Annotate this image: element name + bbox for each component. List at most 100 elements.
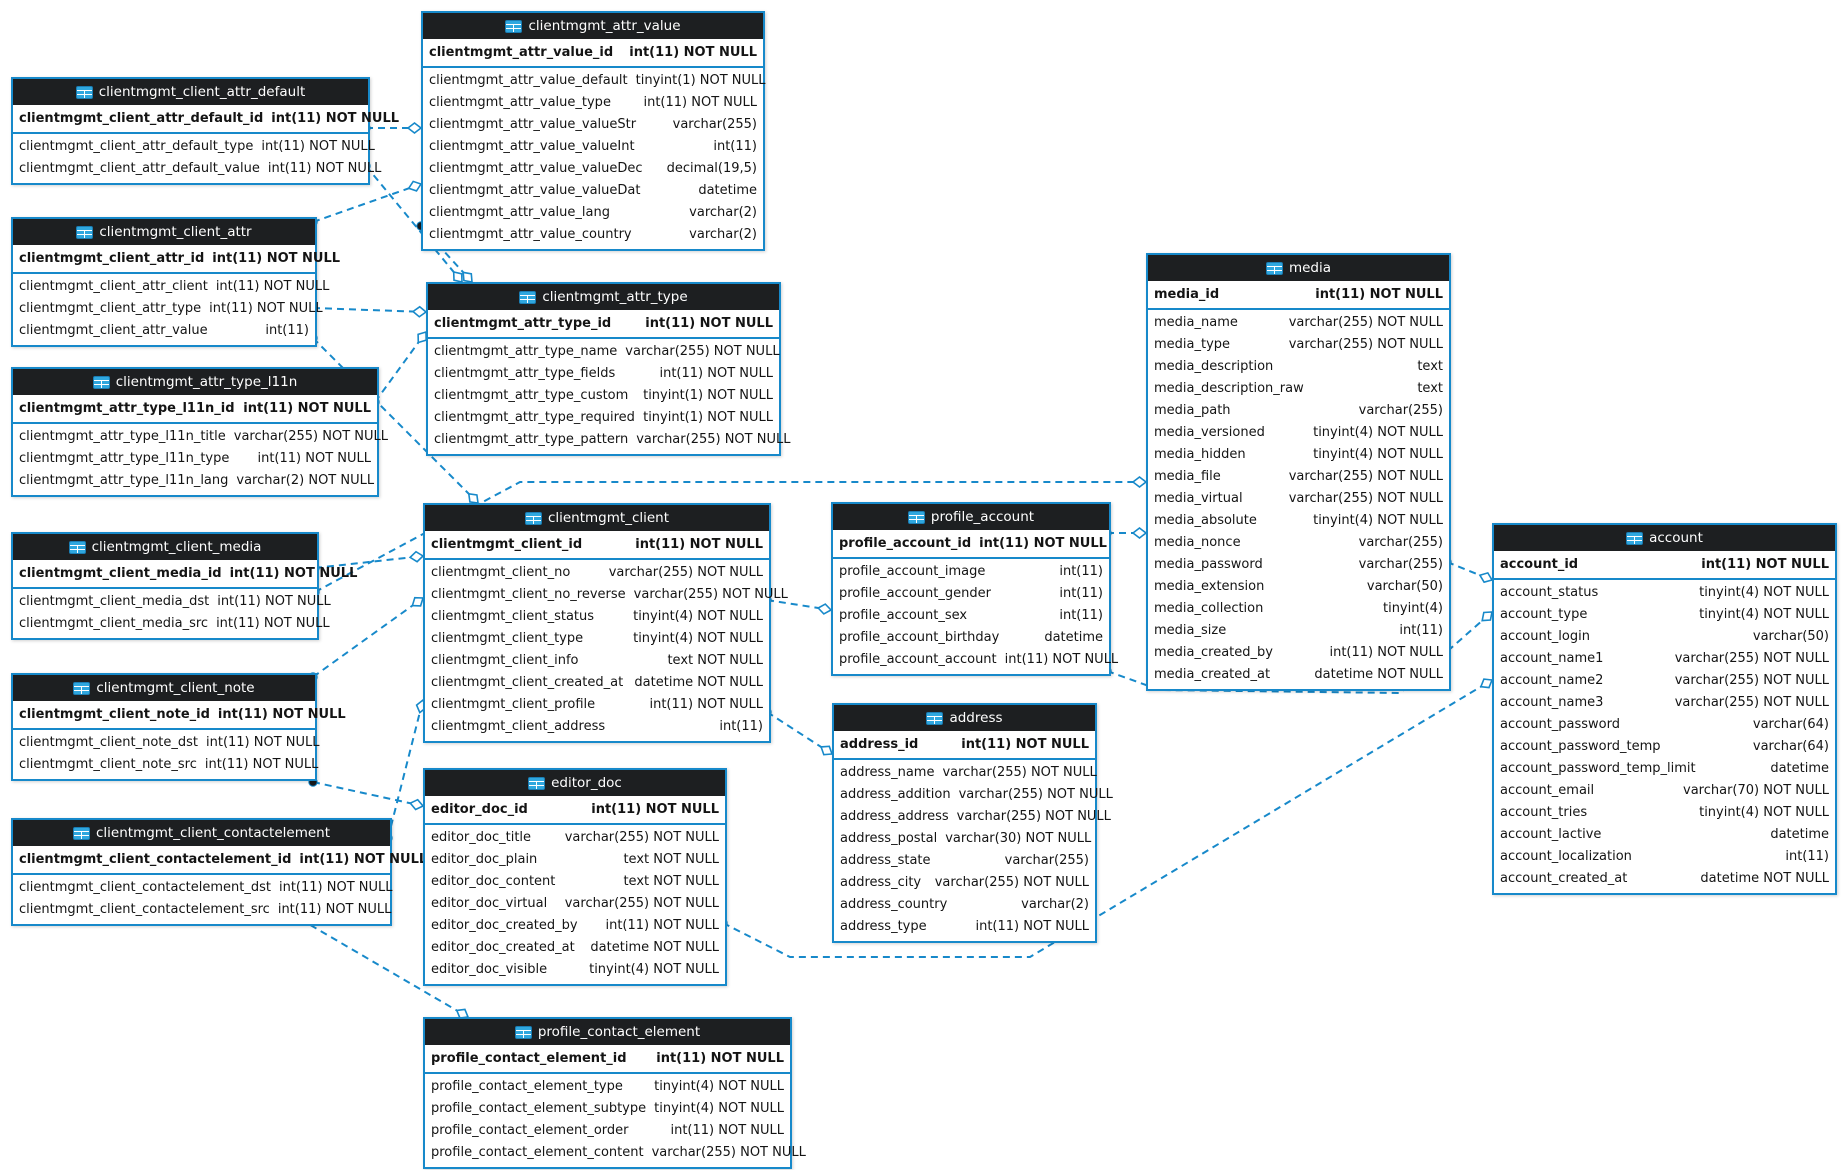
relationship-line[interactable] <box>387 699 424 839</box>
column-type: varchar(255) NOT NULL <box>934 875 1089 890</box>
column-type: varchar(255) NOT NULL <box>233 429 389 444</box>
column-name: editor_doc_content <box>431 874 556 889</box>
table-title: profile_contact_element <box>537 1024 701 1040</box>
column-type: int(11) <box>719 719 763 734</box>
table-header[interactable]: address <box>834 705 1095 731</box>
column-name: clientmgmt_client_attr_id <box>19 251 205 266</box>
column-row: clientmgmt_attr_value_country varchar(2) <box>423 224 763 246</box>
column-row: profile_contact_element_content varchar(2… <box>425 1142 806 1164</box>
table-header[interactable]: clientmgmt_client_note <box>13 675 315 701</box>
column-name: account_name2 <box>1500 673 1604 688</box>
relationship-line[interactable] <box>312 307 427 313</box>
relationship-line[interactable] <box>374 331 427 403</box>
relationship-target-diamond <box>409 798 425 811</box>
column-type: int(11) NOT NULL <box>215 279 330 294</box>
table-header[interactable]: profile_contact_element <box>425 1019 790 1045</box>
table-title: address <box>949 710 1003 726</box>
column-name: clientmgmt_attr_value_valueDat <box>429 183 641 198</box>
column-name: clientmgmt_client_note_dst <box>19 735 198 750</box>
relationship-line[interactable] <box>312 597 424 678</box>
column-name: profile_contact_element_content <box>431 1145 644 1160</box>
column-type: datetime <box>1770 827 1829 842</box>
relationship-line[interactable] <box>312 337 479 504</box>
relationship-clientmgmt_client_attr-to-clientmgmt_attr_type[interactable] <box>308 303 428 318</box>
column-name: clientmgmt_attr_value_valueStr <box>429 117 637 132</box>
table-header[interactable]: clientmgmt_client_media <box>13 534 317 560</box>
column-type: varchar(255) NOT NULL <box>651 1145 806 1160</box>
relationship-line[interactable] <box>365 165 463 283</box>
table-header[interactable]: profile_account <box>833 504 1109 530</box>
column-type: tinyint(4) NOT NULL <box>633 609 763 624</box>
table-header[interactable]: clientmgmt_attr_value <box>423 13 763 39</box>
column-type: int(11) NOT NULL <box>975 919 1089 934</box>
column-type: int(11) NOT NULL <box>1329 645 1443 660</box>
column-name: clientmgmt_attr_value_country <box>429 227 632 242</box>
table-header[interactable]: clientmgmt_client_contactelement <box>13 820 390 846</box>
table-header[interactable]: clientmgmt_client_attr_default <box>13 79 368 105</box>
table-header[interactable]: account <box>1494 525 1835 551</box>
table-profile_contact_element[interactable]: profile_contact_element profile_contact_e… <box>423 1017 806 1169</box>
column-name: clientmgmt_client_no <box>431 565 571 580</box>
table-header[interactable]: editor_doc <box>425 770 725 796</box>
column-type: int(11) NOT NULL <box>605 918 719 933</box>
column-name: clientmgmt_client_note_src <box>19 757 197 772</box>
relationship-clientmgmt_client-to-address[interactable] <box>762 707 834 756</box>
relationship-target-diamond <box>452 270 463 284</box>
table-clientmgmt_client_media[interactable]: clientmgmt_client_media clientmgmt_client… <box>11 532 357 640</box>
column-type: int(11) NOT NULL <box>204 757 319 772</box>
column-name: clientmgmt_client_media_src <box>19 616 209 631</box>
relationship-clientmgmt_attr_type_l11n-to-clientmgmt_attr_type[interactable] <box>370 330 428 407</box>
table-clientmgmt_client_note[interactable]: clientmgmt_client_note clientmgmt_client_… <box>11 673 346 781</box>
column-type: varchar(255) NOT NULL <box>1674 695 1829 710</box>
table-clientmgmt_attr_type[interactable]: clientmgmt_attr_type clientmgmt_attr_type… <box>426 282 790 456</box>
column-type: varchar(2) <box>689 227 757 242</box>
table-header[interactable]: clientmgmt_attr_type <box>428 284 779 310</box>
table-icon <box>1265 261 1283 275</box>
column-name: clientmgmt_attr_type_pattern <box>434 432 629 447</box>
table-header[interactable]: media <box>1148 255 1449 281</box>
table-title: clientmgmt_client_media <box>91 539 262 555</box>
relationship-line[interactable] <box>722 679 1493 958</box>
relationship-line[interactable] <box>1106 611 1493 695</box>
table-header[interactable]: clientmgmt_client <box>425 505 769 531</box>
table-header[interactable]: clientmgmt_attr_type_l11n <box>13 369 377 395</box>
relationship-clientmgmt_client_note-to-editor_doc[interactable] <box>308 777 425 811</box>
column-type: int(11) <box>713 139 757 154</box>
column-name: account_lactive <box>1500 827 1602 842</box>
column-name: address_city <box>840 875 922 890</box>
table-header[interactable]: clientmgmt_client_attr <box>13 219 315 245</box>
relationship-line[interactable] <box>312 781 424 807</box>
table-title: account <box>1649 530 1703 546</box>
column-name: profile_contact_element_subtype <box>431 1101 647 1116</box>
column-name: account_type <box>1500 607 1588 622</box>
relationship-line[interactable] <box>312 183 422 223</box>
relationship-clientmgmt_client_attr-to-clientmgmt_attr_value[interactable] <box>308 180 423 227</box>
relationship-line[interactable] <box>299 918 469 1018</box>
column-name: media_path <box>1154 403 1231 418</box>
